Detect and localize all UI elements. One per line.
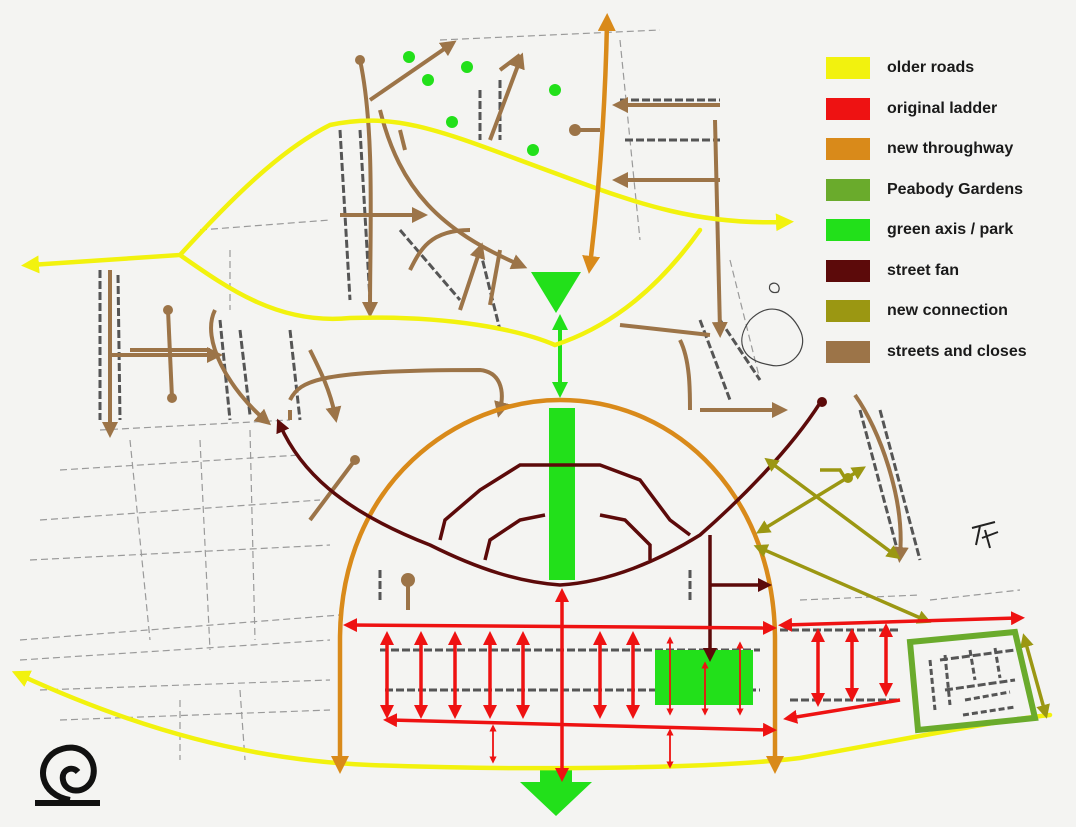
map-legend: older roads original ladder new throughway… xyxy=(826,48,1066,372)
original-ladder xyxy=(343,588,1025,782)
legend-item: Peabody Gardens xyxy=(826,170,1066,211)
legend-item: new throughway xyxy=(826,129,1066,170)
legend-item: new connection xyxy=(826,291,1066,332)
legend-item: original ladder xyxy=(826,89,1066,130)
green-axis-south-arrow xyxy=(520,770,592,816)
legend-label: new throughway xyxy=(887,140,1014,158)
connection-end-dot xyxy=(843,473,853,483)
close-end-dots xyxy=(163,55,581,587)
peabody-gardens xyxy=(906,628,1039,734)
green-dot xyxy=(527,144,539,156)
close-end-dot xyxy=(569,124,581,136)
legend-swatch xyxy=(826,178,870,201)
close-end-dot xyxy=(355,55,365,65)
original-ladder-thin xyxy=(489,636,744,769)
signature-mark-icon xyxy=(971,521,999,549)
legend-label: new connection xyxy=(887,302,1008,320)
legend-swatch xyxy=(826,57,870,80)
close-end-dot xyxy=(350,455,360,465)
green-axis-triangle xyxy=(531,272,581,313)
legend-swatch xyxy=(826,259,870,282)
close-end-dot xyxy=(401,573,415,587)
legend-label: streets and closes xyxy=(887,342,1027,360)
central-green-strip xyxy=(549,408,575,580)
fan-end-dot xyxy=(817,397,827,407)
green-dot xyxy=(422,74,434,86)
legend-item: green axis / park xyxy=(826,210,1066,251)
legend-label: original ladder xyxy=(887,99,998,117)
green-dot xyxy=(446,116,458,128)
legend-swatch xyxy=(826,138,870,161)
green-dot xyxy=(549,84,561,96)
snail-logo-icon xyxy=(35,744,100,806)
green-park-areas xyxy=(403,51,753,705)
legend-label: street fan xyxy=(887,261,960,279)
streets-and-closes xyxy=(102,40,909,610)
legend-item: street fan xyxy=(826,251,1066,292)
lake-outline xyxy=(741,282,804,367)
green-dot xyxy=(403,51,415,63)
legend-item: streets and closes xyxy=(826,332,1066,373)
green-dot xyxy=(461,61,473,73)
legend-swatch xyxy=(826,340,870,363)
legend-item: older roads xyxy=(826,48,1066,89)
legend-swatch xyxy=(826,219,870,242)
new-throughway xyxy=(331,13,784,774)
legend-label: Peabody Gardens xyxy=(887,180,1024,198)
close-end-dot xyxy=(167,393,177,403)
legend-label: green axis / park xyxy=(887,221,1014,239)
legend-swatch xyxy=(826,97,870,120)
legend-label: older roads xyxy=(887,59,975,77)
legend-swatch xyxy=(826,300,870,323)
close-end-dot xyxy=(163,305,173,315)
